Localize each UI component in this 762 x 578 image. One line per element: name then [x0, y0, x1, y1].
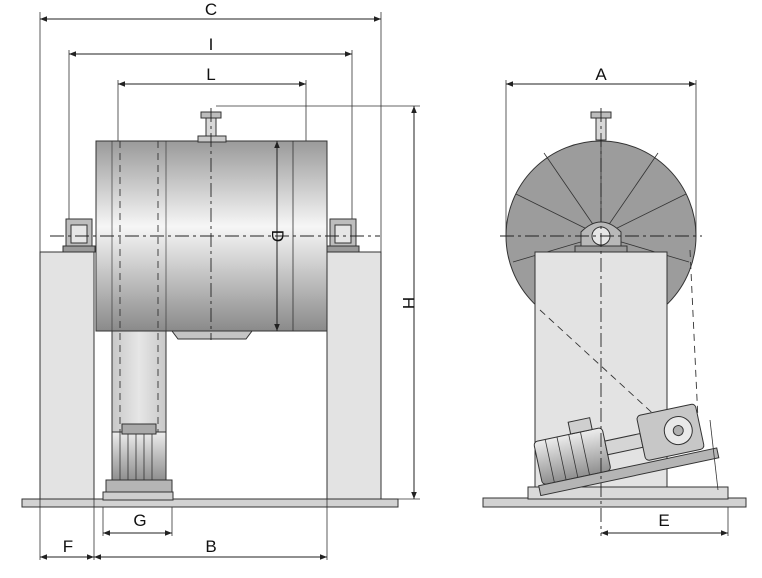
- front-right-stand: [326, 251, 382, 500]
- front-base-plate: [21, 498, 399, 508]
- front-left-stand: [39, 251, 95, 500]
- side-view: A E: [482, 65, 747, 536]
- dim-label-g: G: [133, 511, 146, 530]
- side-motor: [533, 403, 720, 497]
- dim-label-h: H: [399, 297, 418, 309]
- front-motor-base: [102, 491, 174, 501]
- front-view: C I L D H G F B: [21, 0, 420, 560]
- dim-label-d: D: [268, 230, 287, 242]
- front-motor: [105, 423, 173, 493]
- front-bearing-left: [62, 218, 96, 253]
- front-bearing-right: [326, 218, 360, 253]
- front-top-flange: [197, 135, 227, 143]
- dim-label-l: L: [206, 65, 215, 84]
- dim-label-e: E: [658, 511, 669, 530]
- dim-label-a: A: [595, 65, 607, 84]
- dim-label-c: C: [205, 0, 217, 19]
- dim-label-f: F: [63, 537, 73, 556]
- dim-label-i: I: [209, 35, 214, 54]
- front-discharge: [171, 330, 253, 340]
- dim-label-b: B: [205, 537, 216, 556]
